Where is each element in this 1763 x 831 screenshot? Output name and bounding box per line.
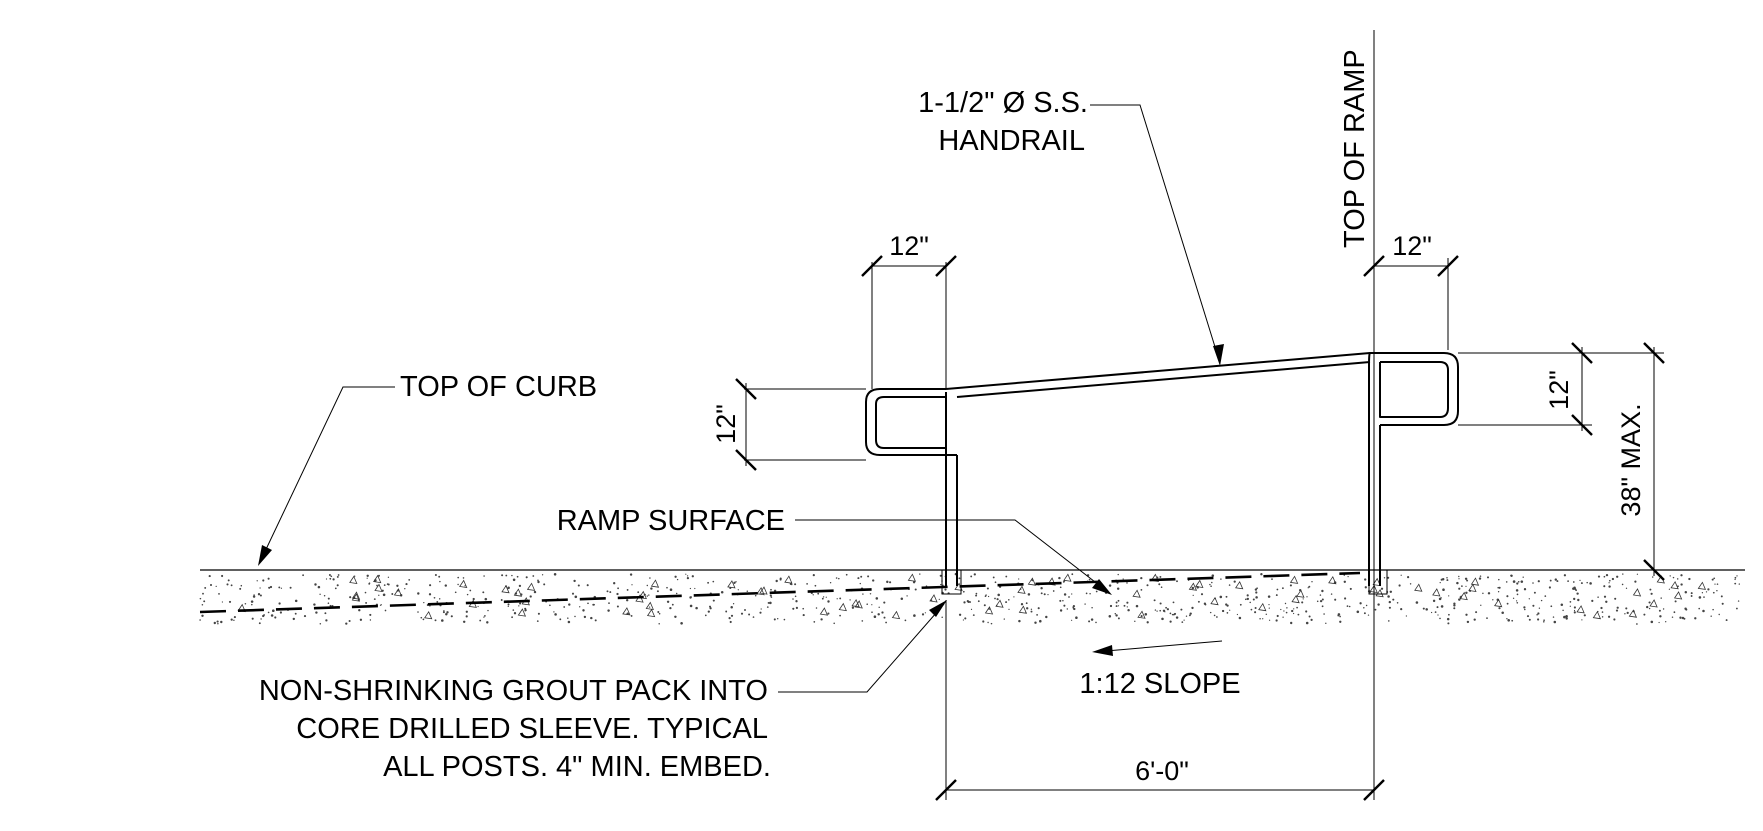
svg-text:12": 12" (711, 404, 741, 444)
svg-text:38" MAX.: 38" MAX. (1616, 403, 1646, 516)
handrail-callout: 1-1/2" Ø S.S. HANDRAIL (918, 87, 1224, 366)
grout-callout: NON-SHRINKING GROUT PACK INTO CORE DRILL… (259, 600, 947, 783)
ramp-surface-callout: RAMP SURFACE (557, 505, 1112, 595)
handrail (865, 352, 1459, 586)
left-return-dimension: 12" (711, 378, 866, 471)
svg-text:HANDRAIL: HANDRAIL (938, 125, 1085, 157)
svg-text:6'-0": 6'-0" (1135, 756, 1189, 786)
svg-text:1:12 SLOPE: 1:12 SLOPE (1079, 668, 1240, 700)
right-return-dimension: 12" (1458, 342, 1664, 436)
svg-text:1-1/2" Ø S.S.: 1-1/2" Ø S.S. (918, 87, 1088, 119)
svg-text:12": 12" (1392, 231, 1432, 261)
left-post-sleeve (941, 570, 962, 595)
svg-text:RAMP SURFACE: RAMP SURFACE (557, 505, 785, 537)
svg-text:NON-SHRINKING GROUT PACK INTO: NON-SHRINKING GROUT PACK INTO (259, 675, 768, 707)
slope-indicator: 1:12 SLOPE (1079, 640, 1241, 700)
post-spacing-dimension: 6'-0" (935, 600, 1385, 801)
concrete-hatch (199, 572, 1740, 625)
svg-text:12": 12" (1544, 370, 1574, 410)
right-extension-dimension: 12" (1363, 231, 1459, 350)
ramp-surface-dashed-line (199, 571, 1361, 614)
right-post-sleeve (1368, 570, 1388, 595)
svg-text:12": 12" (889, 231, 929, 261)
rail-height-dimension: 38" MAX. (1616, 342, 1665, 581)
top-of-ramp-label: TOP OF RAMP (1339, 49, 1371, 248)
svg-text:CORE DRILLED SLEEVE. TYPICAL: CORE DRILLED SLEEVE. TYPICAL (296, 713, 768, 745)
svg-text:TOP OF CURB: TOP OF CURB (400, 371, 597, 403)
svg-text:ALL POSTS. 4" MIN. EMBED.: ALL POSTS. 4" MIN. EMBED. (383, 751, 771, 783)
left-extension-dimension: 12" (861, 231, 957, 389)
top-of-curb-callout: TOP OF CURB (258, 371, 597, 566)
